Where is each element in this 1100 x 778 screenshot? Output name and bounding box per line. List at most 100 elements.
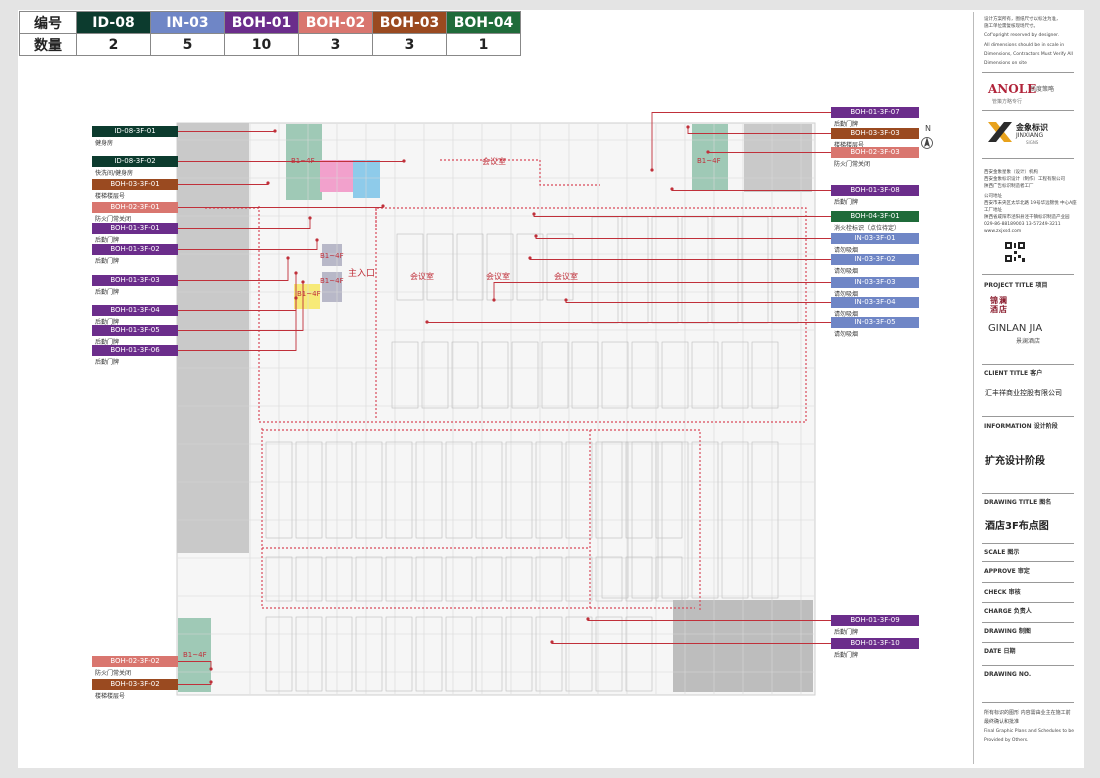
leader-dot <box>381 204 385 208</box>
stair-label-ne: B1~4F <box>697 157 721 165</box>
callout-tag: IN-03-3F-03 <box>831 277 919 288</box>
guest-room-block <box>661 341 689 409</box>
guest-room-block <box>591 216 619 324</box>
callout-tag: BOH-01-3F-08 <box>831 185 919 196</box>
company-line-1: 西安金象星象（设计）机构 <box>984 170 1038 175</box>
callout-tag: BOH-03-3F-02 <box>92 679 178 690</box>
guest-room-block <box>475 556 503 602</box>
drawing-title-label: DRAWING TITLE 图名 <box>984 499 1052 506</box>
guest-room-block <box>355 441 383 539</box>
callout-desc: 防火门常关闭 <box>95 670 132 677</box>
leader-line <box>178 258 289 281</box>
northeast-core <box>744 124 812 192</box>
guest-room-block <box>355 616 383 692</box>
callout-desc: 楼梯楼层号 <box>834 142 865 149</box>
copyright-cn-1: 设计方案所有，图纸尺寸以标注为准， <box>984 17 1061 22</box>
callout-tag: BOH-01-3F-06 <box>92 345 178 356</box>
guest-room-block <box>751 441 779 599</box>
leader-dot <box>686 125 690 129</box>
callout-tag: IN-03-3F-05 <box>831 317 919 328</box>
callout-tag: BOH-04-3F-01 <box>831 211 919 222</box>
callout-desc: 楼梯楼层号 <box>95 193 126 200</box>
stair-sw <box>178 618 211 692</box>
info-label: INFORMATION 设计阶段 <box>984 423 1058 430</box>
leader-line <box>707 152 831 153</box>
guest-room-block <box>426 233 454 301</box>
callout-desc: 请勿吸烟 <box>834 311 859 318</box>
leader-dot <box>670 187 674 191</box>
guest-room-block <box>535 556 563 602</box>
legend-code-in03: IN-03 <box>150 11 225 34</box>
qr-code-icon <box>1004 241 1026 263</box>
client-value: 汇丰祥商业控股有限公司 <box>985 389 1062 397</box>
stair-label-elev2: B1~4F <box>320 277 344 285</box>
approve-label: APPROVE 审定 <box>984 568 1030 575</box>
stair-ne <box>692 124 728 190</box>
legend-count-boh01: 10 <box>224 33 299 56</box>
legend-code-boh01: BOH-01 <box>224 11 299 34</box>
guest-room-block <box>415 441 443 539</box>
leader-line <box>178 218 311 229</box>
leader-line <box>178 240 318 250</box>
guest-room-block <box>631 441 659 599</box>
drawing-no-label: DRAWING NO. <box>984 671 1032 678</box>
leader-line <box>426 322 831 323</box>
leader-dot <box>209 680 213 684</box>
leader-lines <box>178 112 831 685</box>
guest-room-block <box>565 616 593 692</box>
guest-room-block <box>621 216 649 324</box>
guest-room-block <box>505 441 533 539</box>
callout-desc: 健身房 <box>95 140 114 147</box>
guest-room-block <box>625 616 653 692</box>
callout-tag: BOH-02-3F-01 <box>92 202 178 213</box>
leader-dot <box>586 617 590 621</box>
project-logo: 锦澜酒店 <box>990 296 1008 314</box>
guest-room-block <box>565 441 593 539</box>
legend-count-boh02: 3 <box>298 33 373 56</box>
guest-room-block <box>355 556 383 602</box>
guest-room-block <box>295 616 323 692</box>
callout-desc: 后勤门牌 <box>95 237 120 244</box>
guest-room-block <box>691 341 719 409</box>
leader-dot <box>706 150 710 154</box>
callout-desc: 防火门常关闭 <box>834 161 871 168</box>
legend-count-in03: 5 <box>150 33 225 56</box>
guest-room-block <box>721 341 749 409</box>
footer-en-2: Provided by Others. <box>984 738 1029 743</box>
callout-tag: ID-08-3F-02 <box>92 156 178 167</box>
legend-table: 编号 ID-08 IN-03 BOH-01 BOH-02 BOH-03 BOH-… <box>19 11 521 56</box>
west-core <box>177 123 249 553</box>
guest-room-block <box>625 556 653 602</box>
blue-room <box>353 160 380 198</box>
guest-room-block <box>481 341 509 409</box>
guest-room-block <box>445 441 473 539</box>
callout-tag: ID-08-3F-01 <box>92 126 178 137</box>
stair-label-yellow: B1~4F <box>297 290 321 298</box>
guest-room-block <box>655 556 683 602</box>
check-label: CHECK 审核 <box>984 589 1021 596</box>
leader-dot <box>402 159 406 163</box>
legend-count-boh04: 1 <box>446 33 521 56</box>
leader-line <box>178 131 276 132</box>
callout-tag: BOH-02-3F-03 <box>831 147 919 158</box>
brand-anole-logo: ANOLE <box>988 82 1037 96</box>
date-label: DATE 日期 <box>984 648 1016 655</box>
guest-room-block <box>751 341 779 409</box>
legend-header-count: 数量 <box>19 33 77 56</box>
leader-dot <box>425 320 429 324</box>
title-block <box>973 12 1075 764</box>
guest-room-block <box>265 616 293 692</box>
drawing-label: DRAWING 制图 <box>984 628 1031 635</box>
callout-desc: 消火栓标识（点位待定） <box>834 225 901 232</box>
copyright-cn-2: 施工单位需复核现场尺寸。 <box>984 24 1038 29</box>
legend-code-boh03: BOH-03 <box>372 11 447 34</box>
company-line-4: 公司地址 <box>984 194 1002 199</box>
copyright-en-4: Dimensions on site <box>984 61 1027 66</box>
guest-room-block <box>456 233 484 301</box>
leader-dot <box>294 271 298 275</box>
guest-room-block <box>486 233 514 301</box>
callout-tag: IN-03-3F-02 <box>831 254 919 265</box>
project-name-en: GINLAN JIA <box>988 323 1043 334</box>
guest-room-block <box>535 441 563 539</box>
leader-dot <box>650 168 654 172</box>
